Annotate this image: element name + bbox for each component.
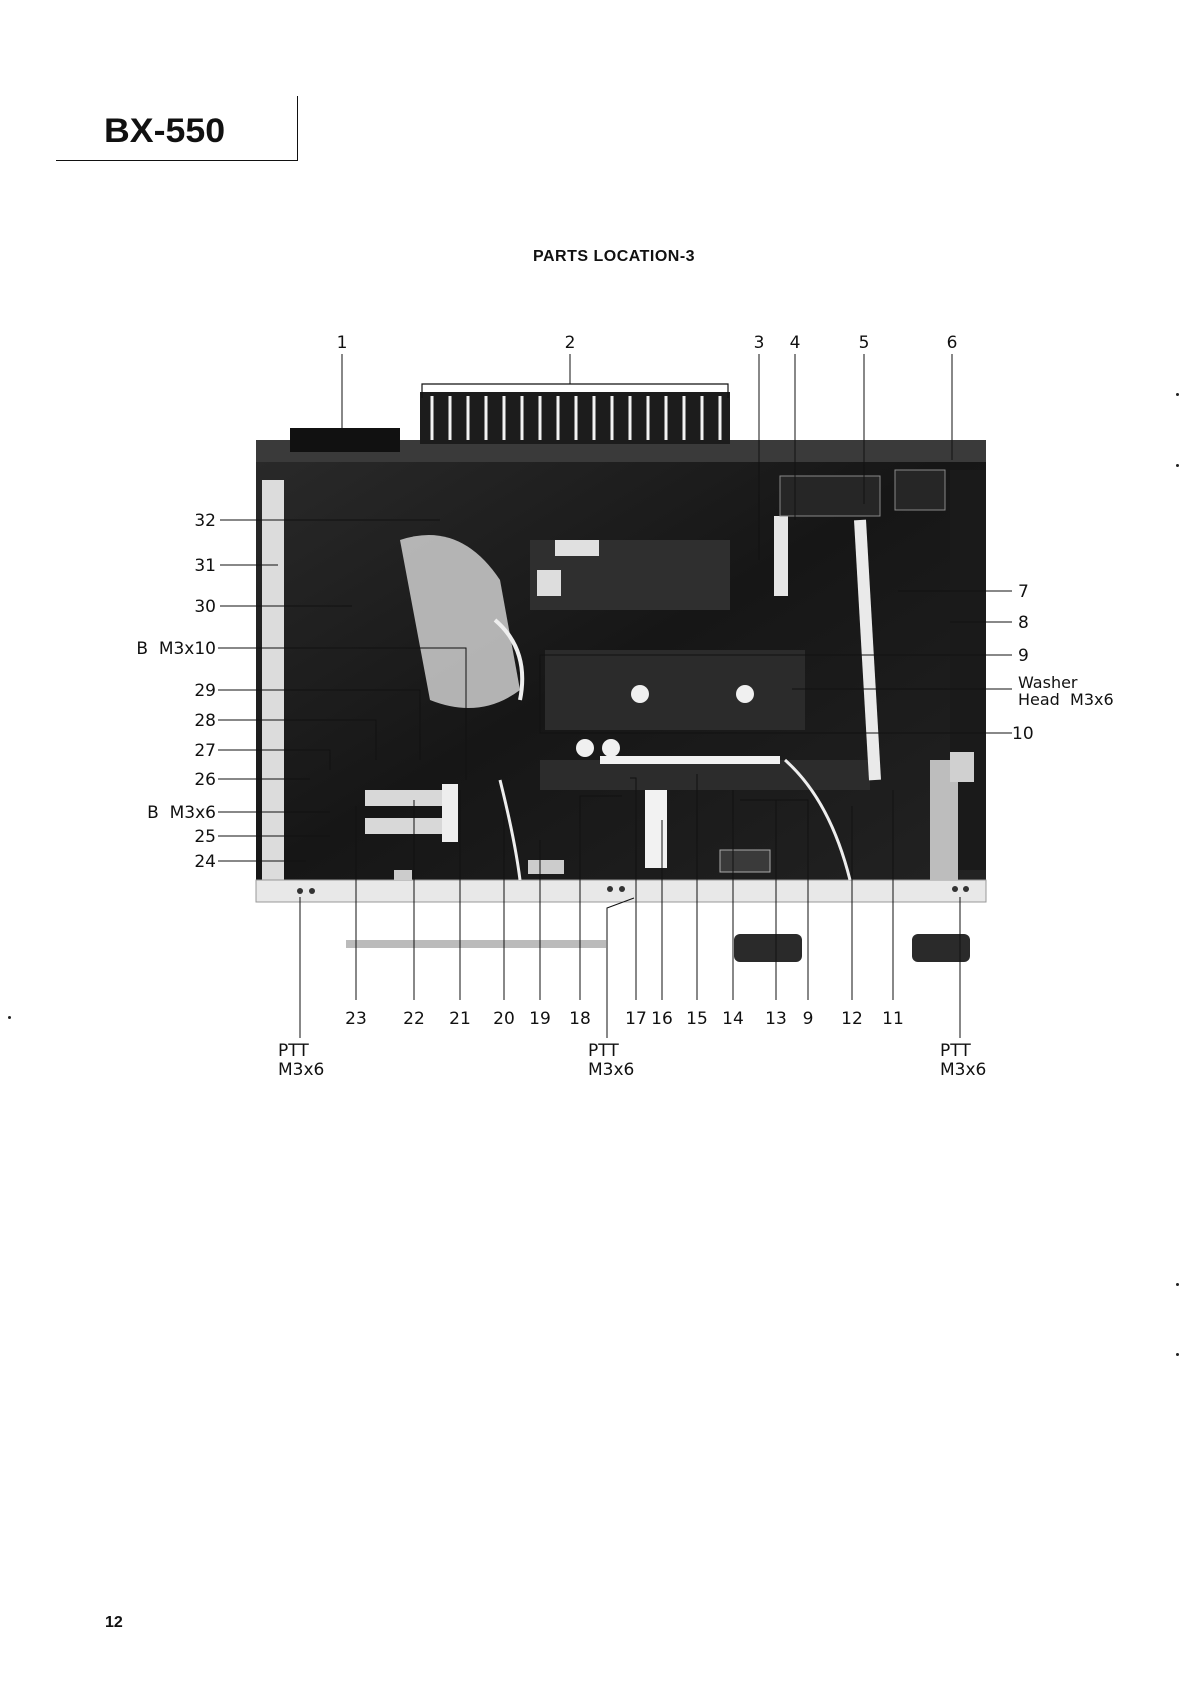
callout-label: 6 bbox=[947, 333, 958, 353]
callout-label: 24 bbox=[194, 852, 216, 872]
screw-size-label: M3x6 bbox=[588, 1060, 634, 1080]
callout-label: 19 bbox=[529, 1009, 551, 1029]
callout-label: 14 bbox=[722, 1009, 744, 1029]
callout-label: 28 bbox=[194, 711, 216, 731]
callout-label: 12 bbox=[841, 1009, 863, 1029]
callout-label: Head M3x6 bbox=[1018, 690, 1114, 709]
callout-label: 23 bbox=[345, 1009, 367, 1029]
left-callout-text: 32 31 30 B M3x10 29 28 27 26 B M3x6 25 2… bbox=[136, 511, 216, 872]
callout-label: 29 bbox=[194, 681, 216, 701]
bottom-callout-text: 23 22 21 20 19 18 17 16 15 14 13 9 12 11… bbox=[278, 1009, 986, 1080]
callout-label: 15 bbox=[686, 1009, 708, 1029]
callout-label: 4 bbox=[790, 333, 801, 353]
heatsink bbox=[420, 392, 730, 444]
callout-label: 2 bbox=[565, 333, 576, 353]
callout-label: 5 bbox=[859, 333, 870, 353]
callout-label: 31 bbox=[194, 556, 216, 576]
callout-label: 26 bbox=[194, 770, 216, 790]
chassis-photo bbox=[256, 392, 986, 962]
page-number: 12 bbox=[105, 1614, 123, 1632]
screw-size-label: M3x6 bbox=[940, 1060, 986, 1080]
callout-label: 1 bbox=[337, 333, 348, 353]
screw-type-label: PTT bbox=[588, 1041, 619, 1061]
callout-label: 3 bbox=[754, 333, 765, 353]
callout-label: 8 bbox=[1018, 613, 1029, 633]
callout-label: 13 bbox=[765, 1009, 787, 1029]
scan-speck bbox=[1176, 1283, 1179, 1286]
callout-label: 21 bbox=[449, 1009, 471, 1029]
scan-speck bbox=[8, 1016, 11, 1019]
callout-label: 17 bbox=[625, 1009, 647, 1029]
screw-size-label: M3x6 bbox=[278, 1060, 324, 1080]
callout-label: 30 bbox=[194, 597, 216, 617]
callout-label: 22 bbox=[403, 1009, 425, 1029]
callout-label: 9 bbox=[1018, 646, 1029, 666]
callout-label: 25 bbox=[194, 827, 216, 847]
scan-speck bbox=[1176, 464, 1179, 467]
callout-label: 10 bbox=[1012, 724, 1034, 744]
callout-label: 11 bbox=[882, 1009, 904, 1029]
callout-label: 20 bbox=[493, 1009, 515, 1029]
callout-label: 7 bbox=[1018, 582, 1029, 602]
callout-label: 16 bbox=[651, 1009, 673, 1029]
scan-speck bbox=[1176, 393, 1179, 396]
right-callout-text: 7 8 9 Washer Head M3x6 10 bbox=[1012, 582, 1114, 744]
screw-type-label: PTT bbox=[940, 1041, 971, 1061]
callout-label: B M3x6 bbox=[147, 803, 216, 823]
scan-speck bbox=[1176, 1353, 1179, 1356]
callout-label: B M3x10 bbox=[136, 639, 216, 659]
callout-label: 9 bbox=[803, 1009, 814, 1029]
callout-label: 32 bbox=[194, 511, 216, 531]
screw-type-label: PTT bbox=[278, 1041, 309, 1061]
callout-label: 27 bbox=[194, 741, 216, 761]
callout-label: 18 bbox=[569, 1009, 591, 1029]
